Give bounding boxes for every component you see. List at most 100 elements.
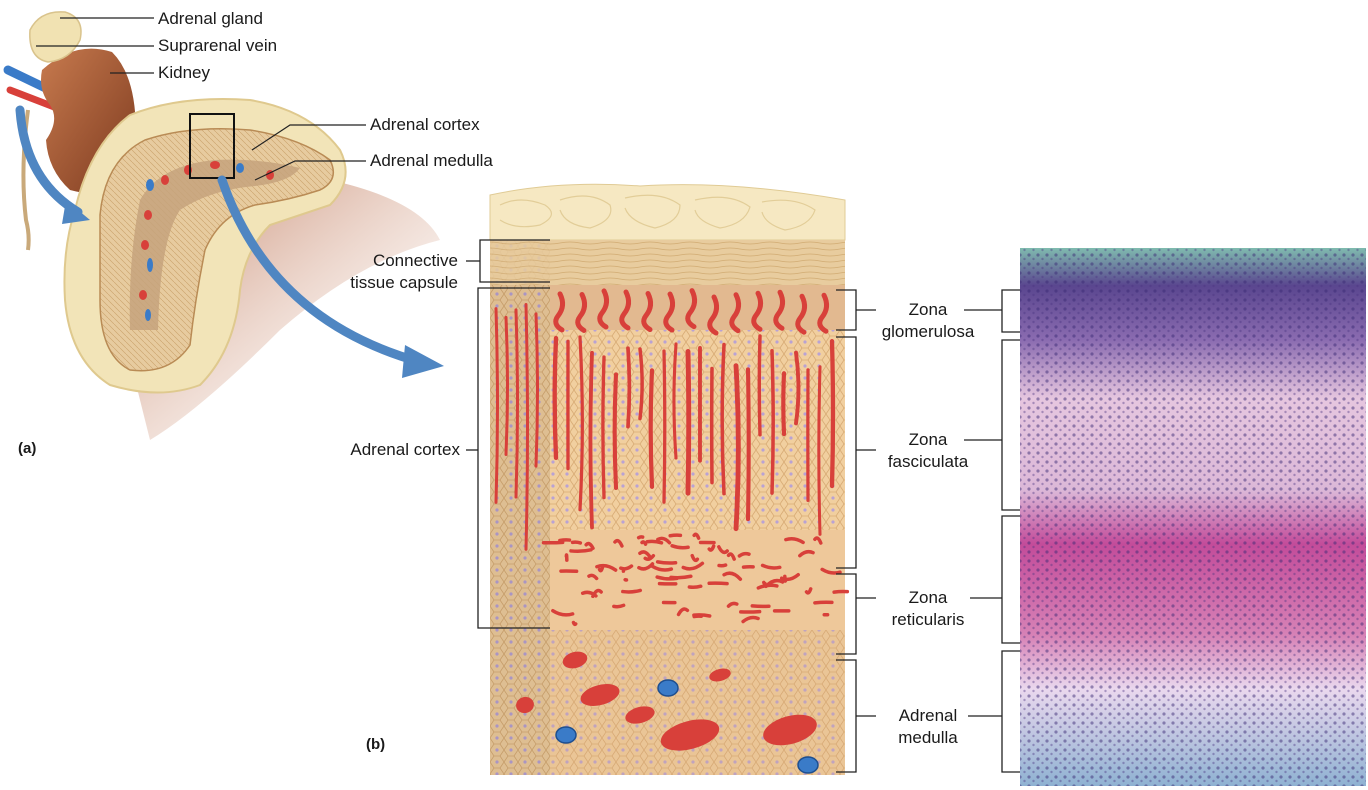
label-capsule-2: tissue capsule	[350, 273, 458, 292]
blood-vessel	[726, 601, 739, 608]
medulla-vessel	[580, 684, 620, 706]
blood-vessel	[612, 603, 626, 609]
label-adrenal-gland: Adrenal gland	[158, 9, 263, 28]
blood-vessel	[663, 291, 676, 333]
blood-vessel	[656, 536, 672, 545]
label-medulla-2: medulla	[898, 728, 958, 747]
blood-vessel	[707, 544, 716, 552]
blood-vessel	[514, 308, 519, 499]
label-kidney: Kidney	[158, 63, 210, 82]
blood-vessel	[670, 544, 690, 550]
medulla-vein	[555, 726, 577, 744]
blood-vessel	[720, 342, 726, 496]
blood-vessel	[804, 587, 813, 595]
label-fasciculata-1: Zona	[908, 430, 948, 449]
blood-vessel	[764, 578, 785, 589]
blood-vessel	[524, 302, 529, 551]
capsule-layer	[550, 240, 845, 285]
blood-vessel	[601, 355, 606, 500]
blood-vessel	[779, 572, 800, 582]
blood-vessel	[795, 293, 808, 335]
blood-vessel	[829, 339, 836, 489]
blood-vessel	[745, 367, 751, 522]
blood-vessel	[655, 560, 678, 565]
blood-vessel	[636, 535, 645, 540]
blood-vessel	[597, 288, 610, 330]
blood-vessel	[504, 315, 509, 456]
blood-vessel	[692, 532, 701, 540]
medulla-vessel	[763, 714, 817, 746]
blood-vessel	[794, 350, 801, 426]
blood-vessel	[757, 334, 762, 437]
blood-vessel	[613, 538, 624, 548]
blood-vessel	[707, 294, 720, 336]
blood-vessel	[621, 588, 643, 594]
blood-vessel	[587, 573, 599, 581]
blood-vessel	[783, 574, 788, 583]
blood-vessel	[692, 613, 712, 618]
blood-vessel	[781, 371, 787, 437]
blood-vessel	[717, 545, 729, 555]
blood-vessel	[798, 549, 815, 558]
blood-vessel	[817, 365, 822, 536]
panel-a-illustration	[3, 11, 444, 440]
blood-vessel	[650, 564, 674, 572]
panel-b-letter: (b)	[366, 736, 386, 753]
blood-vessel	[575, 291, 588, 333]
adrenal-gland-small	[29, 11, 82, 63]
blood-vessel	[813, 536, 823, 545]
blood-vessel	[552, 335, 559, 461]
blood-vessel	[770, 348, 775, 495]
blood-vessel	[690, 553, 700, 563]
blood-vessel	[751, 290, 764, 332]
blood-vessel	[669, 574, 693, 580]
blood-vessel	[558, 538, 572, 543]
adrenal-medulla-section	[129, 159, 300, 330]
blood-vessel	[687, 584, 703, 590]
medulla-vein	[657, 679, 679, 697]
blood-vessel	[813, 600, 834, 605]
blood-vessel	[762, 580, 767, 586]
blood-vessel	[820, 567, 842, 575]
blood-vessel	[553, 291, 566, 333]
blood-vessel	[641, 291, 654, 333]
block-vessels	[494, 288, 850, 774]
blood-vessel	[817, 292, 830, 334]
blood-vessel	[832, 589, 850, 594]
blood-vessel	[662, 349, 667, 504]
blood-vessel	[676, 607, 690, 617]
label-adrenal-cortex-a: Adrenal cortex	[370, 115, 480, 134]
blood-vessel	[578, 335, 584, 512]
blood-vessel	[619, 289, 632, 331]
panel-b-brackets	[466, 239, 1020, 773]
blood-vessel	[750, 604, 771, 609]
label-adrenal-medulla-a: Adrenal medulla	[370, 151, 493, 170]
label-suprarenal-vein: Suprarenal vein	[158, 36, 278, 55]
medulla-vessel	[709, 668, 731, 682]
blood-vessel	[570, 540, 583, 545]
label-capsule-1: Connective	[372, 251, 458, 270]
fasciculata-layer	[550, 330, 845, 530]
blood-vessel	[737, 551, 751, 558]
medulla-vessel	[625, 706, 655, 724]
blood-vessel	[681, 561, 705, 571]
arrow-to-block	[217, 175, 425, 367]
label-adrenal-cortex-b: Adrenal cortex	[350, 440, 460, 459]
blood-vessel	[668, 533, 683, 538]
blood-vessel	[595, 563, 618, 572]
blood-vessel	[638, 347, 644, 421]
blood-vessel	[717, 563, 728, 568]
blood-vessel	[733, 363, 741, 532]
label-glomerulosa-2: glomerulosa	[881, 322, 975, 341]
label-medulla-1: Adrenal	[898, 706, 958, 725]
blood-vessel	[760, 563, 782, 570]
medulla-vessel	[562, 651, 588, 669]
panel-a-letter: (a)	[18, 440, 37, 457]
blood-vessel	[534, 312, 539, 468]
blood-vessel	[773, 289, 786, 331]
blood-vessel	[640, 540, 648, 546]
blood-vessel	[729, 292, 742, 334]
blood-vessel	[672, 342, 678, 460]
glomerulosa-layer	[550, 285, 845, 330]
blood-vessel	[626, 346, 632, 429]
